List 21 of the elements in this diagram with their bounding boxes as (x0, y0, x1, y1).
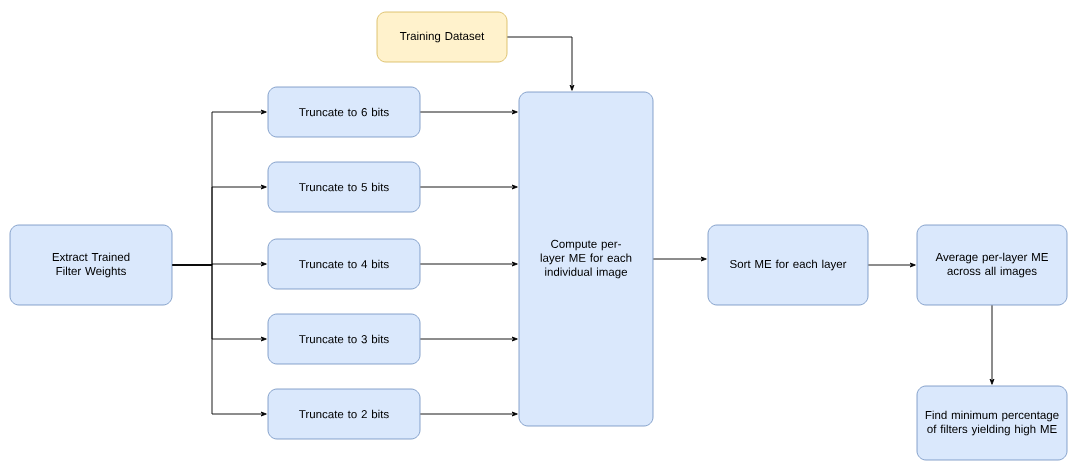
arrow (506, 36, 575, 91)
arrow (419, 184, 518, 190)
arrow (419, 261, 518, 267)
process-box: Truncate to 5 bits (267, 161, 421, 213)
process-box: Sort ME for each layer (707, 224, 869, 306)
process-box: Truncate to 6 bits (267, 86, 421, 138)
process-box: Truncate to 3 bits (267, 313, 421, 365)
arrow (652, 256, 707, 262)
arrow (419, 411, 518, 417)
input-box: Training Dataset (376, 11, 508, 63)
process-box: Find minimum percentage of filters yielding high ME (916, 385, 1068, 461)
arrow (171, 264, 267, 417)
process-box: Extract Trained Filter Weights (9, 224, 173, 306)
process-box: Average per-layer ME across all images (916, 224, 1068, 306)
arrow (419, 336, 518, 342)
process-box: Truncate to 4 bits (267, 238, 421, 290)
arrow (867, 262, 916, 268)
arrow (989, 304, 995, 385)
process-box: Truncate to 2 bits (267, 388, 421, 440)
arrow (419, 109, 518, 115)
process-box: Compute per-layer ME for each individual image (518, 91, 654, 427)
